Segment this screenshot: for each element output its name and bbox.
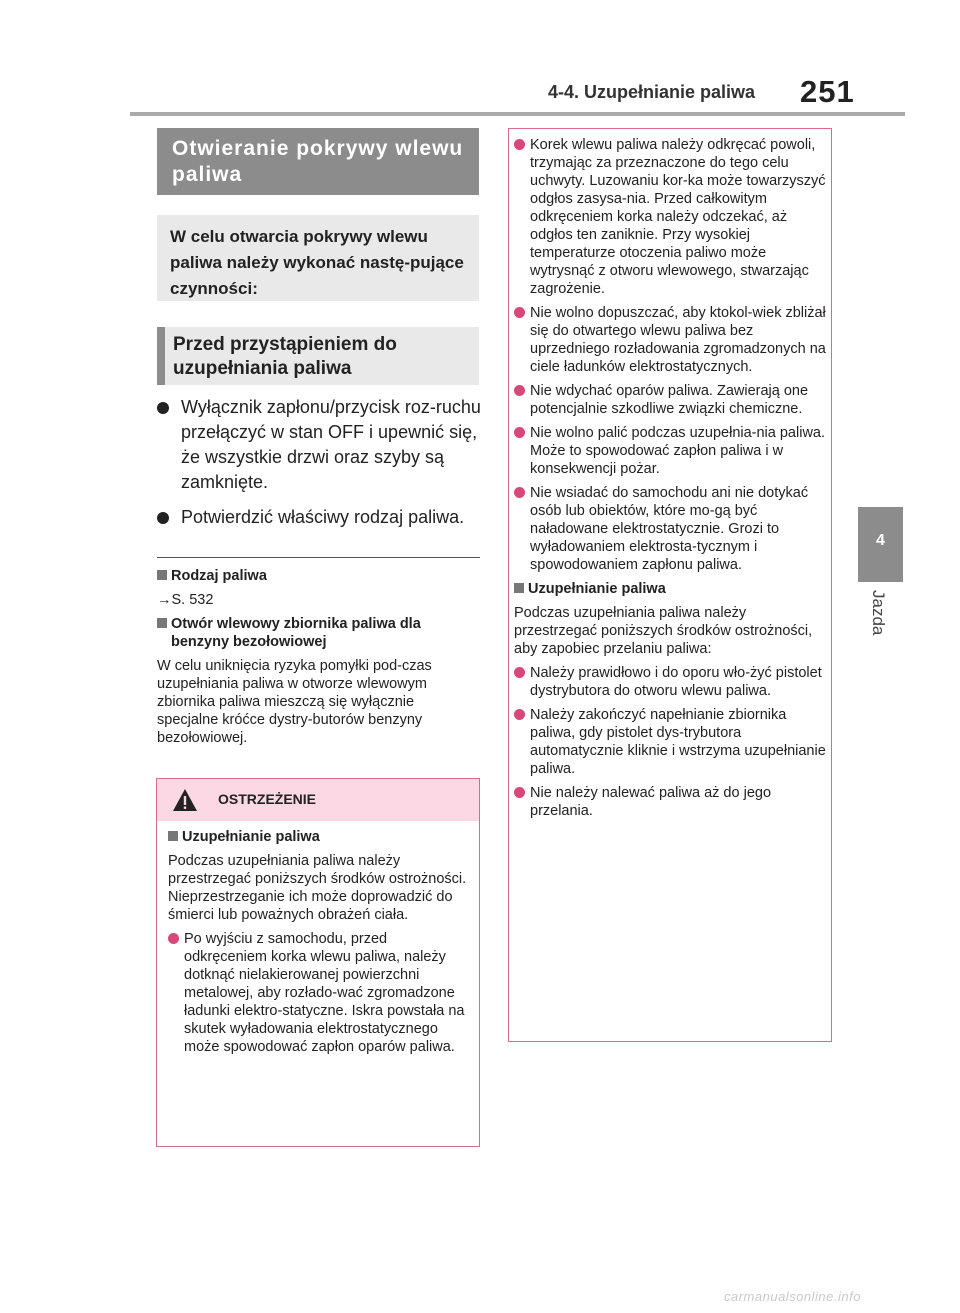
subheading-box <box>157 327 479 385</box>
refuel-item: Nie należy nalewać paliwa aż do jego prz… <box>514 784 826 820</box>
warning-item: Nie wdychać oparów paliwa. Zawierają one… <box>514 382 826 418</box>
pink-bullet-icon <box>514 787 525 798</box>
square-bullet-icon <box>168 831 178 841</box>
page-reference: →S. 532 <box>157 592 214 608</box>
subheading-bar <box>157 327 165 385</box>
square-bullet-icon <box>157 570 167 580</box>
pink-bullet-icon <box>168 933 179 944</box>
chapter-label: Jazda <box>869 590 888 636</box>
square-bullet-icon <box>157 618 167 628</box>
step-item: Wyłącznik zapłonu/przycisk roz-ruchu prz… <box>157 395 482 495</box>
pink-bullet-icon <box>514 385 525 396</box>
chapter-tab <box>858 507 903 582</box>
chapter-number: 4 <box>876 532 885 549</box>
pink-bullet-icon <box>514 139 525 150</box>
warning-item: Nie wolno dopuszczać, aby ktokol-wiek zb… <box>514 304 826 376</box>
warning-item: Po wyjściu z samochodu, przed odkręcenie… <box>168 930 473 1056</box>
warning-item: Nie wolno palić podczas uzupełnia-nia pa… <box>514 424 826 478</box>
refuel-heading: Uzupełnianie paliwa <box>514 580 826 598</box>
subheading: Przed przystąpieniem do uzupełniania pal… <box>173 334 397 379</box>
warning-intro: Podczas uzupełniania paliwa należy przes… <box>168 853 467 923</box>
pink-bullet-icon <box>514 427 525 438</box>
page-number: 251 <box>800 74 855 109</box>
refuel-item: Należy prawidłowo i do oporu wło-żyć pis… <box>514 664 826 700</box>
pink-bullet-icon <box>514 307 525 318</box>
warning-title: OSTRZEŻENIE <box>218 791 317 807</box>
divider <box>157 557 480 558</box>
section-title: 4-4. Uzupełnianie paliwa <box>548 82 756 102</box>
warning-heading: Uzupełnianie paliwa <box>168 828 473 846</box>
pink-bullet-icon <box>514 709 525 720</box>
pink-bullet-icon <box>514 487 525 498</box>
footer-watermark: carmanualsonline.info <box>724 1289 861 1304</box>
warning-continued-body: Korek wlewu paliwa należy odkręcać powol… <box>514 136 826 826</box>
bullet-icon <box>157 512 169 524</box>
header-rule <box>130 112 905 116</box>
warning-item: Nie wsiadać do samochodu ani nie dotykać… <box>514 484 826 574</box>
note-text: W celu uniknięcia ryzyka pomyłki pod-cza… <box>157 658 432 746</box>
warning-item: Korek wlewu paliwa należy odkręcać powol… <box>514 136 826 298</box>
warning-triangle-icon <box>173 789 197 811</box>
main-title: Otwieranie pokrywy wlewu paliwa <box>172 137 464 186</box>
warning-body: Uzupełnianie paliwa Podczas uzupełniania… <box>168 828 473 1062</box>
step-item: Potwierdzić właściwy rodzaj paliwa. <box>157 505 482 530</box>
main-title-box <box>157 128 479 195</box>
notes-section: Rodzaj paliwa →S. 532 Otwór wlewowy zbio… <box>157 567 479 753</box>
warning-header <box>157 779 479 821</box>
steps-list: Wyłącznik zapłonu/przycisk roz-ruchu prz… <box>157 395 482 540</box>
bullet-icon <box>157 402 169 414</box>
square-bullet-icon <box>514 583 524 593</box>
pink-bullet-icon <box>514 667 525 678</box>
note-heading: Rodzaj paliwa <box>157 567 479 585</box>
refuel-item: Należy zakończyć napełnianie zbiornika p… <box>514 706 826 778</box>
intro-box <box>157 215 479 301</box>
step-text: Potwierdzić właściwy rodzaj paliwa. <box>181 507 465 527</box>
note-heading: Otwór wlewowy zbiornika paliwa dla benzy… <box>157 615 479 651</box>
intro-text: W celu otwarcia pokrywy wlewu paliwa nal… <box>170 227 464 298</box>
warning-box <box>156 778 480 1147</box>
refuel-intro: Podczas uzupełniania paliwa należy przes… <box>514 605 813 657</box>
step-text: Wyłącznik zapłonu/przycisk roz-ruchu prz… <box>181 397 481 492</box>
warning-continued-box <box>508 128 832 1042</box>
